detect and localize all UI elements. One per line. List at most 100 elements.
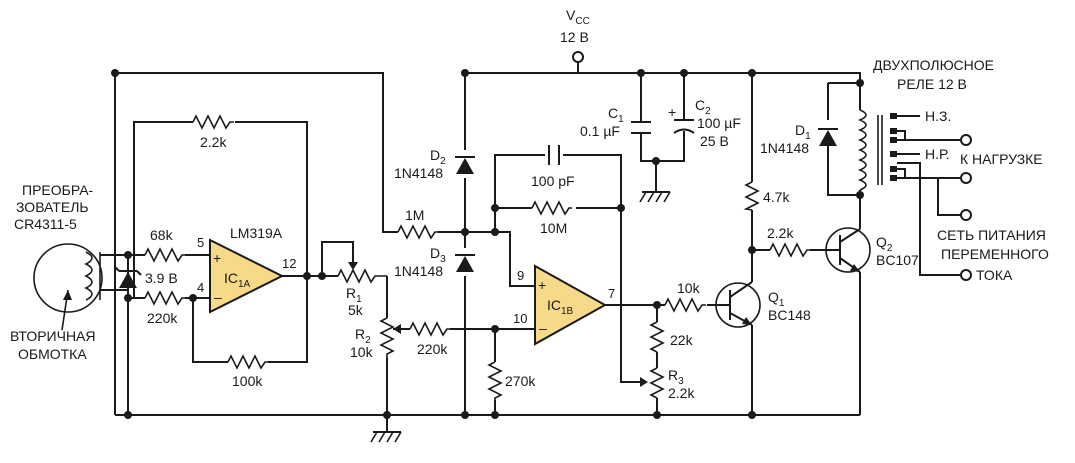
transducer: ПРЕОБРА- ЗОВАТЕЛЬ CR4311-5 ВТОРИЧНАЯ ОБМ… [10,182,103,362]
resistor-68k: 68k [144,227,185,263]
resistor-220k-input: 220k [144,290,185,326]
svg-text:D3: D3 [430,245,446,265]
resistor-220k-b: 220k [409,321,450,357]
svg-text:ДВУХПОЛЮСНОЕ: ДВУХПОЛЮСНОЕ [873,57,994,73]
resistor-22k: 22k [649,321,694,353]
svg-text:12 В: 12 В [560,29,589,45]
svg-text:10k: 10k [677,280,701,296]
svg-text:R3: R3 [668,367,684,387]
svg-text:СЕТЬ ПИТАНИЯ: СЕТЬ ПИТАНИЯ [937,227,1046,243]
svg-text:68k: 68k [150,227,174,243]
op-amp-ic1b: + – IC1B 9 10 7 [513,264,615,346]
svg-text:BC148: BC148 [768,307,811,323]
transistor-q2: Q2 BC107 [825,227,919,273]
svg-text:100k: 100k [232,373,263,389]
capacitor-c1: C1 0.1 µF [580,105,651,139]
svg-text:2.2k: 2.2k [767,225,794,241]
svg-text:7: 7 [608,286,615,301]
svg-text:Q2: Q2 [876,234,893,254]
resistor-10k-base: 10k [664,280,706,313]
svg-text:220k: 220k [147,310,178,326]
svg-text:ПРЕОБРА-: ПРЕОБРА- [22,182,94,198]
svg-text:Н.Р.: Н.Р. [925,146,950,162]
svg-text:+: + [538,277,546,293]
svg-text:IC1B: IC1B [547,297,574,317]
resistor-2-2k-base: 2.2k [767,225,810,258]
capacitor-c2: + C2 100 µF 25 В [668,97,741,149]
capacitor-100pf: 100 pF [531,145,575,189]
svg-text:R2: R2 [355,326,371,346]
resistor-2-2k-top: 2.2k [192,114,234,150]
svg-text:К НАГРУЗКЕ: К НАГРУЗКЕ [960,151,1043,167]
diode-d2: D2 1N4148 [394,147,475,181]
svg-text:Q1: Q1 [768,289,785,309]
resistor-270k: 270k [487,361,536,400]
svg-text:D1: D1 [795,122,811,142]
svg-text:+: + [668,104,676,120]
svg-text:5k: 5k [348,302,364,318]
svg-text:100 µF: 100 µF [697,115,741,131]
svg-text:9: 9 [517,268,524,283]
svg-text:4: 4 [197,280,204,295]
svg-text:100 pF: 100 pF [531,173,575,189]
svg-text:ОБМОТКА: ОБМОТКА [18,346,87,362]
svg-text:Н.З.: Н.З. [925,108,951,124]
svg-text:0.1 µF: 0.1 µF [580,123,620,139]
svg-text:1N4148: 1N4148 [394,263,443,279]
svg-text:+: + [213,250,221,266]
svg-text:ТОКА: ТОКА [976,267,1013,283]
svg-text:D2: D2 [430,147,446,167]
svg-text:5: 5 [197,235,204,250]
transistor-q1: Q1 BC148 [715,281,811,328]
svg-text:2.2k: 2.2k [200,134,227,150]
resistor-10m: 10M [531,200,572,236]
svg-text:1N4148: 1N4148 [760,140,809,156]
svg-text:1M: 1M [405,207,424,223]
svg-text:LM319A: LM319A [230,225,283,241]
svg-text:25 В: 25 В [700,133,729,149]
ground-symbol-main [370,415,402,443]
resistor-4-7k: 4.7k [743,181,790,211]
svg-text:4.7k: 4.7k [763,189,790,205]
junction-dots [111,69,864,419]
svg-text:12: 12 [282,256,296,271]
svg-text:IC1A: IC1A [224,270,251,290]
relay-contacts: Н.З. Н.Р. [890,108,951,181]
svg-text:ЗОВАТЕЛЬ: ЗОВАТЕЛЬ [16,199,89,215]
diode-d3: D3 1N4148 [394,245,475,279]
svg-text:22k: 22k [670,332,694,348]
resistor-r1-pot: R1 5k [337,262,387,318]
zener-diode: 3.9 В [114,266,178,288]
svg-text:РЕЛЕ 12 В: РЕЛЕ 12 В [897,76,967,92]
svg-text:10M: 10M [540,220,567,236]
resistor-100k: 100k [227,354,268,389]
svg-text:C2: C2 [695,97,711,117]
svg-text:220k: 220k [417,341,448,357]
svg-text:–: – [539,320,547,336]
svg-text:CR4311-5: CR4311-5 [14,216,77,232]
relay-coil: ДВУХПОЛЮСНОЕ РЕЛЕ 12 В [857,57,994,191]
diode-d1: D1 1N4148 [760,122,838,156]
svg-text:2.2k: 2.2k [668,385,695,401]
wires [100,62,960,416]
ground-symbol-caps [639,191,671,203]
op-amp-ic1a: + – IC1A 5 4 12 LM319A [197,225,296,314]
svg-text:ВТОРИЧНАЯ: ВТОРИЧНАЯ [10,328,96,344]
relay-terminals: К НАГРУЗКЕ СЕТЬ ПИТАНИЯ ПЕРЕМЕННОГО ТОКА [937,134,1049,283]
svg-text:R1: R1 [346,285,362,305]
svg-text:1N4148: 1N4148 [394,165,443,181]
vcc-terminal: VCC 12 В [560,7,590,63]
svg-text:BC107: BC107 [876,252,919,268]
svg-text:270k: 270k [505,373,536,389]
svg-text:3.9 В: 3.9 В [145,270,178,286]
svg-text:10k: 10k [350,344,374,360]
svg-text:VCC: VCC [566,7,590,27]
resistor-r3-pot: R3 2.2k [640,367,695,401]
resistor-1m: 1M [397,207,438,240]
resistor-r2-pot: R2 10k [350,317,401,360]
svg-text:ПЕРЕМЕННОГО: ПЕРЕМЕННОГО [941,246,1049,262]
svg-text:C1: C1 [608,105,624,125]
svg-text:–: – [214,289,222,305]
svg-text:10: 10 [513,311,527,326]
